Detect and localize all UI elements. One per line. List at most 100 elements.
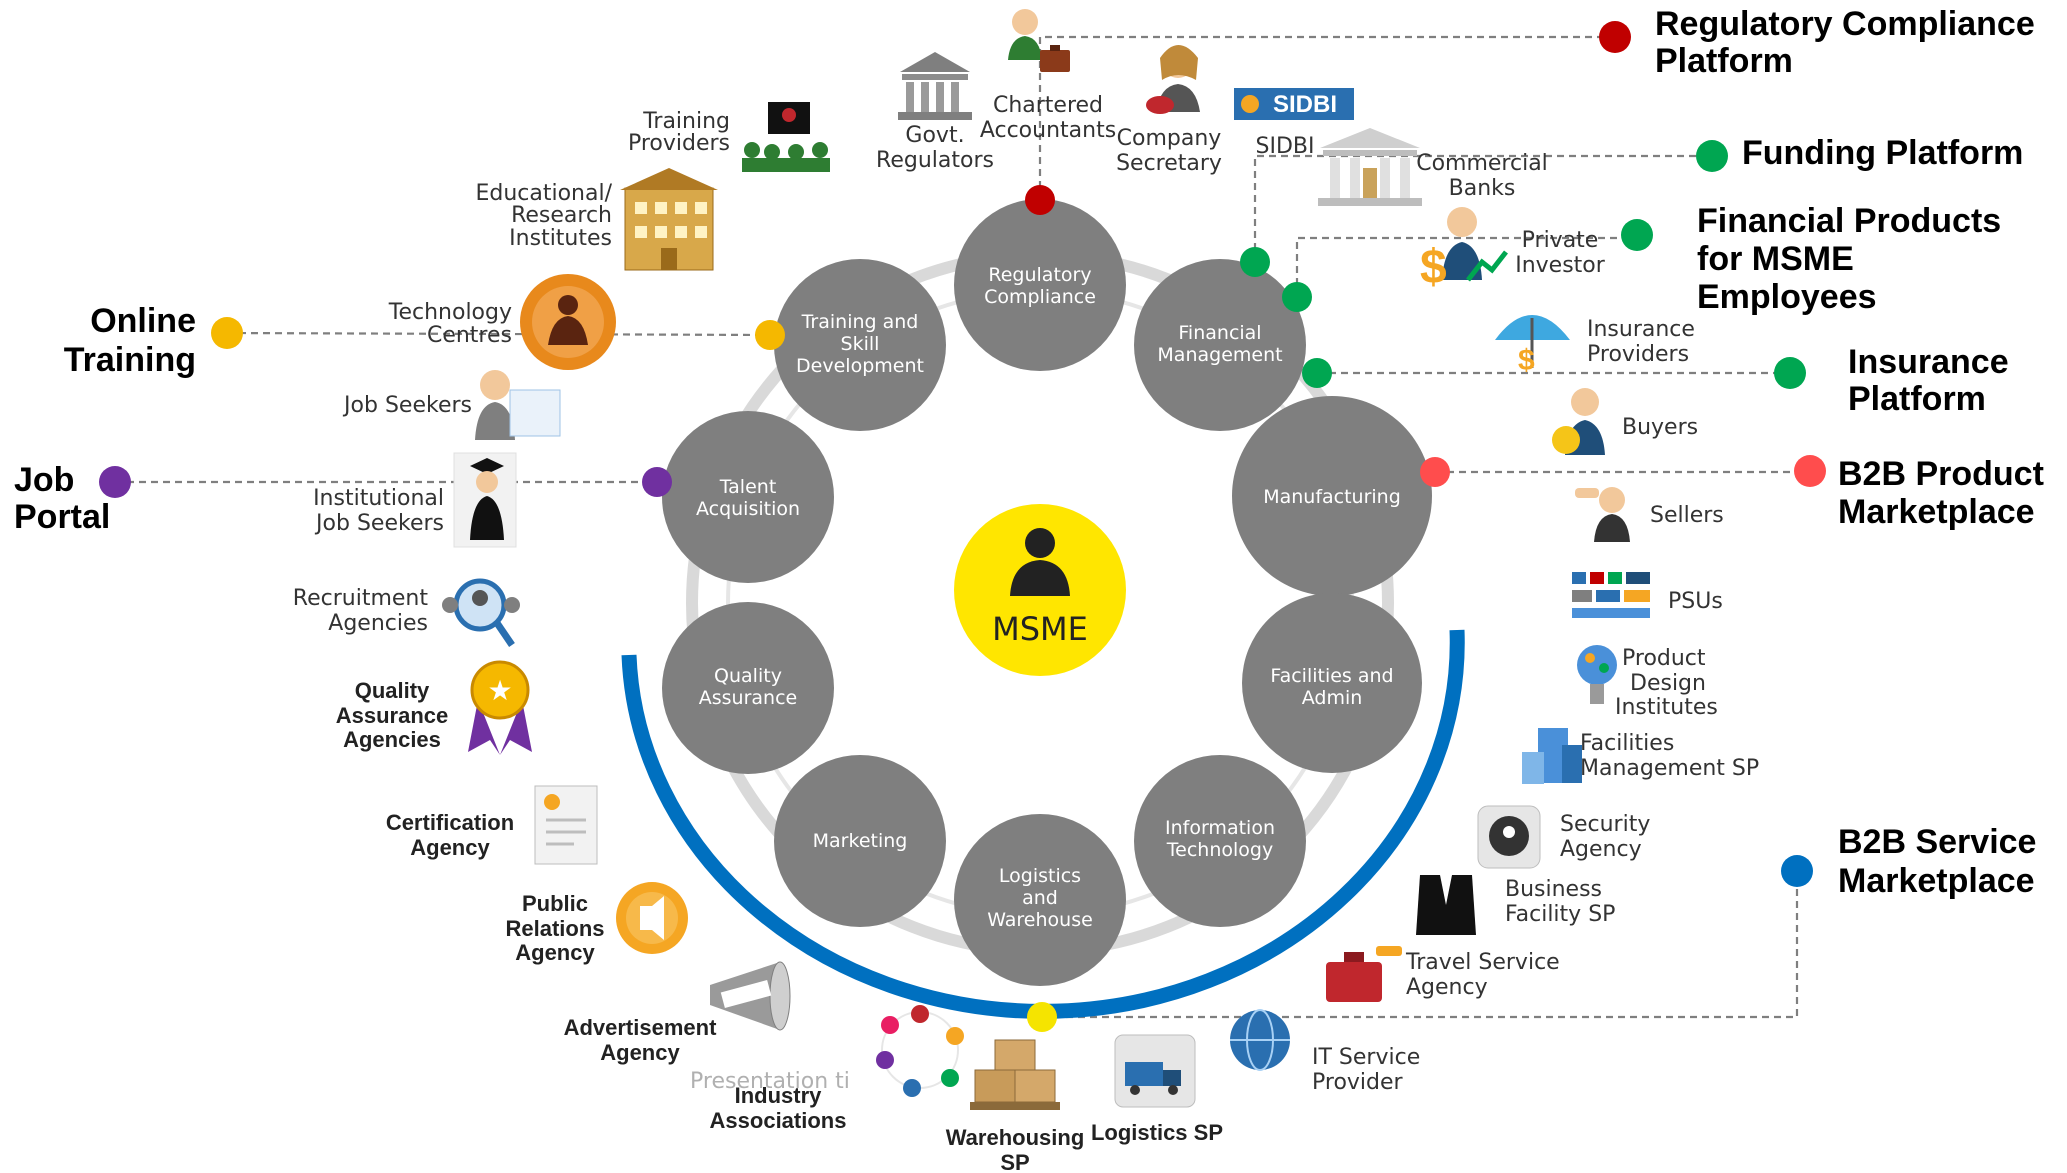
label-business-facility-1: Business [1505,877,1602,902]
label-quality-agencies-3: Agencies [343,727,441,752]
label-warehousing-2: SP [1000,1150,1029,1173]
function-label: Admin [1302,687,1363,709]
award-ribbon-icon: ★ [468,660,532,755]
certificate-icon [534,785,598,865]
platform-job-portal-line1: Job [14,461,74,499]
job-seeker-icon [475,370,561,440]
suitcase-icon [1326,946,1402,1002]
dot-insurance-platform [1774,357,1806,389]
function-label: Management [1157,344,1282,366]
label-logistics-sp: Logistics SP [1091,1120,1223,1145]
function-circle-manufacturing[interactable]: Manufacturing [1232,396,1432,596]
platform-b2b-service-line2: Marketplace [1838,862,2035,900]
handshake-seller-icon [1575,487,1630,542]
function-circle-financial[interactable]: Financial Management [1134,259,1306,431]
function-circle-facilities[interactable]: Facilities and Admin [1242,593,1422,773]
function-label: Skill [841,333,880,355]
connector-dots [99,21,1826,1032]
function-label: Technology [1166,839,1273,861]
label-ca-1: Chartered [993,93,1103,118]
label-cs-1: Company [1117,126,1222,151]
label-training-providers-1: Training [642,109,730,134]
label-recruitment-1: Recruitment [293,586,429,611]
person-icon [1010,528,1070,596]
function-circle-marketing[interactable]: Marketing [774,755,946,927]
function-label: Warehouse [987,909,1093,931]
label-pr-3: Agency [515,940,595,965]
dot-finprod-hub [1282,282,1312,312]
label-job-seekers: Job Seekers [342,393,472,418]
b2b-service-arc [621,629,1465,1019]
buyer-icon [1552,388,1605,455]
function-circle-quality[interactable]: Quality Assurance [662,602,834,774]
label-security-2: Agency [1560,837,1642,862]
function-label: Manufacturing [1263,486,1401,508]
label-banks-2: Banks [1449,176,1516,201]
msme-center[interactable]: MSME [954,504,1126,676]
function-circle-talent[interactable]: Talent Acquisition [662,411,834,583]
connector-regulatory [1038,35,1615,200]
label-recruitment-2: Agencies [328,611,428,636]
dot-job-portal-platform [99,466,131,498]
function-label: Development [796,355,924,377]
function-label: Assurance [699,687,797,709]
label-facilities-1: Facilities [1580,731,1674,756]
platform-b2b-product-line1: B2B Product [1838,455,2044,493]
platform-labels: Regulatory Compliance Platform Funding P… [14,5,2044,900]
speaker-icon [616,882,688,954]
label-industry-2: Associations [710,1108,847,1133]
sidbi-logo-text: SIDBI [1273,91,1337,118]
platform-insurance-line2: Platform [1848,380,1986,418]
label-it-service-1: IT Service [1312,1045,1420,1070]
label-sidbi: SIDBI [1256,134,1315,159]
label-cs-2: Secretary [1116,151,1222,176]
dot-b2b-service-platform [1781,855,1813,887]
boxes-icon [970,1039,1060,1110]
label-warehousing-1: Warehousing [946,1125,1085,1150]
label-product-design-1: Product [1622,646,1706,671]
platform-regulatory-line1: Regulatory Compliance [1655,5,2035,43]
platform-finprod-line3: Employees [1697,278,1877,316]
function-circle-training[interactable]: Training and Skill Development [774,259,946,431]
label-pr-1: Public [522,891,588,916]
truck-icon [1114,1034,1196,1108]
function-circle-regulatory[interactable]: Regulatory Compliance [954,199,1126,371]
function-circle-it[interactable]: Information Technology [1134,755,1306,927]
dot-regulatory-platform [1599,21,1631,53]
label-sellers: Sellers [1650,503,1724,528]
label-quality-agencies-1: Quality [355,678,430,703]
graduate-icon [453,452,517,548]
sidbi-logo-icon: SIDBI [1234,88,1354,120]
stakeholder-labels: Govt. Regulators Chartered Accountants C… [876,93,1759,1095]
dot-b2b-product-hub [1420,457,1450,487]
magnifier-people-icon [442,578,520,647]
label-product-design-2: Design [1630,671,1706,696]
stakeholder-labels-left: Recruitment Agencies Institutional Job S… [293,109,730,636]
dot-finprod-platform [1621,219,1653,251]
dot-talent-hub [642,467,672,497]
function-label: Regulatory [988,264,1091,286]
center-label: MSME [992,610,1088,648]
label-govt-regulators-2: Regulators [876,148,994,173]
label-security-1: Security [1560,812,1650,837]
government-building-icon [898,52,972,120]
label-travel-2: Agency [1406,975,1488,1000]
function-label: Talent [719,476,777,498]
platform-finprod-line1: Financial Products [1697,202,2001,240]
dot-regulatory-hub [1025,185,1055,215]
label-business-facility-2: Facility SP [1505,902,1615,927]
label-banks-1: Commercial [1416,151,1548,176]
stakeholder-labels-bold: Logistics SP Warehousing SP Industry Ass… [336,678,1223,1173]
dot-funding-platform [1696,140,1728,172]
function-circle-logistics[interactable]: Logistics and Warehouse [954,814,1126,986]
platform-job-portal-line2: Portal [14,498,110,536]
platform-online-training-line2: Training [64,341,196,379]
label-investor-1: Private [1522,228,1599,253]
label-certification-2: Agency [410,835,490,860]
technology-centre-icon [520,274,616,370]
label-institutional-1: Institutional [313,486,444,511]
globe-icon [1230,1009,1290,1071]
label-investor-2: Investor [1515,253,1606,278]
